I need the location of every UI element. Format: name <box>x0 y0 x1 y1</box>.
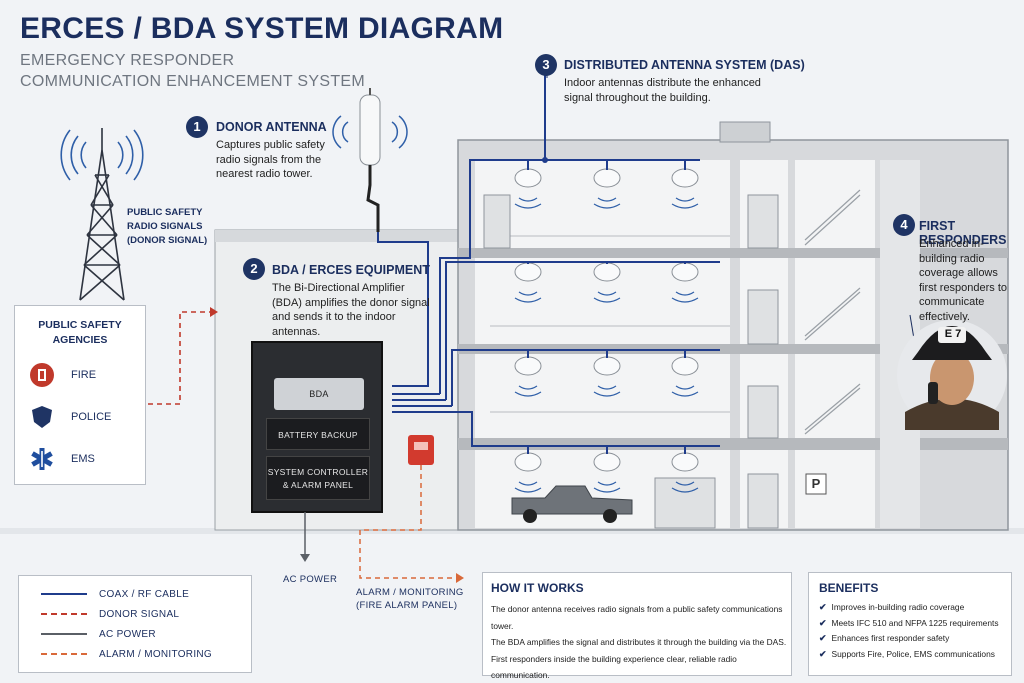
callout-1-number: 1 <box>186 116 208 138</box>
helmet-number: E 7 <box>944 328 962 340</box>
tower-label: PUBLIC SAFETY RADIO SIGNALS (DONOR SIGNA… <box>127 207 208 246</box>
callout-1-title: DONOR ANTENNA <box>216 120 327 134</box>
callout-4-text: Enhanced in-building radio coverage allo… <box>919 238 1008 323</box>
callout-4-title: FIRST RESPONDERS <box>919 219 1007 247</box>
antenna-signal-waves-icon <box>332 115 408 149</box>
agencies-title: PUBLIC SAFETY AGENCIES <box>38 319 122 346</box>
callout-3-text: Indoor antennas distribute the enhanced … <box>564 77 761 104</box>
legend-donor: DONOR SIGNAL <box>41 604 251 624</box>
callout-3-title: DISTRIBUTED ANTENNA SYSTEM (DAS) <box>564 58 805 72</box>
page-title: ERCES / BDA SYSTEM DIAGRAM <box>20 12 504 45</box>
ac-power-label: AC POWER <box>283 574 338 585</box>
how-it-works-line: The donor antenna receives radio signals… <box>491 604 783 631</box>
agency-police: POLICE <box>29 396 145 438</box>
check-icon: ✔ <box>819 617 827 628</box>
check-icon: ✔ <box>819 602 827 612</box>
benefits-box: BENEFITS ✔Improves in-building radio cov… <box>808 572 1012 676</box>
callout-4-number: 4 <box>893 214 915 236</box>
benefit-item: ✔Enhances first responder safety <box>819 631 1011 647</box>
cabinet-battery-panel: BATTERY BACKUP <box>266 418 370 450</box>
callout-2-number: 2 <box>243 258 265 280</box>
how-it-works-title: HOW IT WORKS <box>491 581 584 595</box>
donor-antenna-icon <box>359 88 381 232</box>
das-signal-waves-icon <box>514 197 699 493</box>
fire-department-badge-icon <box>30 363 54 387</box>
agency-ems: EMS <box>29 438 145 480</box>
legend-alarm: ALARM / MONITORING <box>41 644 251 664</box>
callout-1-text: Captures public safety radio signals fro… <box>216 139 325 180</box>
benefits-title: BENEFITS <box>819 581 879 595</box>
callout-2-text: The Bi-Directional Amplifier (BDA) ampli… <box>272 282 430 338</box>
benefit-item: ✔Supports Fire, Police, EMS communicatio… <box>819 647 1011 663</box>
how-it-works-line: First responders inside the building exp… <box>491 653 737 681</box>
callout-2-title: BDA / ERCES EQUIPMENT <box>272 263 430 277</box>
legend-ac-power: AC POWER <box>41 624 251 644</box>
alarm-monitoring-label: ALARM / MONITORING (FIRE ALARM PANEL) <box>356 587 464 611</box>
page-subtitle: EMERGENCY RESPONDER COMMUNICATION ENHANC… <box>20 52 366 90</box>
agency-fire: FIRE <box>29 354 145 396</box>
legend-box: COAX / RF CABLE DONOR SIGNAL AC POWER AL… <box>18 575 252 673</box>
callout-3-number: 3 <box>535 54 557 76</box>
check-icon: ✔ <box>819 633 827 643</box>
tower-signal-waves-icon <box>60 129 144 181</box>
star-of-life-icon <box>31 448 53 470</box>
cabinet-bda-panel: BDA <box>274 378 364 410</box>
police-badge-icon <box>32 406 52 428</box>
agency-ems-label: EMS <box>71 453 95 465</box>
how-it-works-line: The BDA amplifies the signal and distrib… <box>491 637 787 647</box>
pickup-truck-icon <box>511 485 633 523</box>
agencies-box: PUBLIC SAFETY AGENCIES FIRE POLICE EMS <box>14 305 146 485</box>
check-icon: ✔ <box>819 648 827 659</box>
legend-coax: COAX / RF CABLE <box>41 584 251 604</box>
agency-police-label: POLICE <box>71 411 112 423</box>
parking-sign-icon: P <box>811 476 821 491</box>
radio-tower-icon <box>79 128 125 301</box>
benefit-item: ✔Meets IFC 510 and NFPA 1225 requirement… <box>819 616 1011 632</box>
coax-cables <box>377 62 720 454</box>
benefit-item: ✔Improves in-building radio coverage <box>819 600 1011 616</box>
firefighter-avatar <box>897 320 1007 430</box>
agency-fire-label: FIRE <box>71 369 97 381</box>
how-it-works-box: HOW IT WORKS The donor antenna receives … <box>482 572 792 680</box>
cabinet-controller-panel: SYSTEM CONTROLLER & ALARM PANEL <box>266 456 370 500</box>
